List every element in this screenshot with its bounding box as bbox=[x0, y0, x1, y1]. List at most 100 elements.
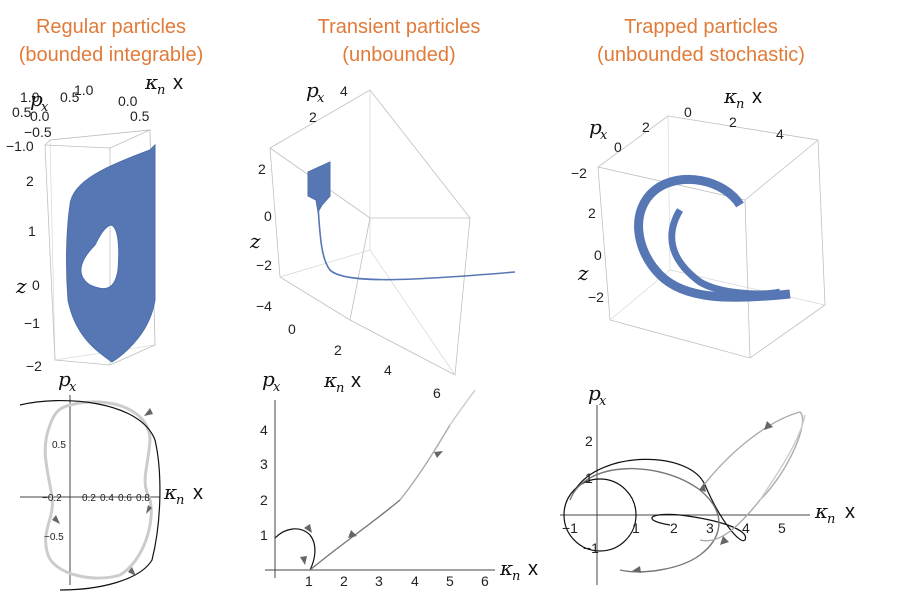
p6-y-tick-1: 1 bbox=[585, 470, 593, 486]
svg-text:p: p bbox=[262, 367, 275, 391]
svg-text:κ: κ bbox=[144, 70, 158, 94]
svg-text:x: x bbox=[600, 128, 608, 143]
box-back-edge2 bbox=[279, 249, 371, 278]
p5-y-tick-2: 2 bbox=[260, 492, 268, 508]
panel-regular-3d: 1.0 0.5 0.5 0.0 −0.5 −1.0 1.0 0.0 0.5 2 … bbox=[6, 70, 183, 374]
p2-kx-tick-1: 2 bbox=[334, 342, 342, 358]
transient-loop bbox=[274, 528, 316, 571]
p2-kx-label: κ n x bbox=[323, 368, 361, 396]
svg-text:p: p bbox=[589, 115, 602, 139]
arrow bbox=[434, 451, 443, 458]
p3-z-tick-1: 0 bbox=[594, 247, 602, 263]
svg-text:x: x bbox=[351, 370, 361, 392]
p2-z-tick-2: −2 bbox=[256, 257, 272, 273]
box-front-edge bbox=[349, 217, 371, 321]
arrow bbox=[146, 505, 152, 514]
p3-z-label: z bbox=[577, 261, 589, 285]
svg-text:x: x bbox=[845, 501, 855, 523]
p6-kx-label: κ n x bbox=[814, 499, 855, 527]
svg-text:κ: κ bbox=[499, 556, 513, 580]
title-transient-line1: Transient particles bbox=[318, 16, 481, 38]
panel-transient-3d: 4 2 2 0 −2 −4 0 2 4 6 p x z κ n x bbox=[249, 78, 516, 401]
p4-y-tick-1: −0.5 bbox=[44, 532, 64, 543]
p1-px-tick-3: −0.5 bbox=[24, 124, 52, 140]
p1-kx-tick-0: 0.0 bbox=[118, 93, 138, 109]
panel-regular-2d: 0.5 −0.5 −0.2 0.2 0.4 0.6 0.8 p x κ n x bbox=[19, 367, 203, 591]
p4-x-tick-2: 0.4 bbox=[100, 493, 114, 504]
p3-px-tick-1: 0 bbox=[614, 139, 622, 155]
svg-text:p: p bbox=[30, 87, 43, 111]
p4-x-tick-1: 0.2 bbox=[82, 493, 96, 504]
title-trapped-line2: (unbounded stochastic) bbox=[597, 44, 805, 66]
p1-px-tick-1: 0.5 bbox=[12, 104, 32, 120]
p1-px-tick-1b: 0.5 bbox=[60, 89, 80, 105]
p2-z-tick-0: 2 bbox=[258, 161, 266, 177]
p6-x-tick-3: 3 bbox=[706, 520, 714, 536]
p2-z-tick-1: 0 bbox=[264, 208, 272, 224]
p3-px-label: p x bbox=[589, 115, 608, 143]
p4-x-tick-3: 0.6 bbox=[118, 493, 132, 504]
unit-circle bbox=[563, 478, 637, 552]
p1-px-tick-0b: 1.0 bbox=[74, 82, 94, 98]
p3-kx-tick-1: 2 bbox=[729, 114, 737, 130]
p5-x-tick-2: 3 bbox=[375, 573, 383, 589]
p6-x-tick-0: −1 bbox=[562, 520, 578, 536]
title-regular: Regular particles (bounded integrable) bbox=[19, 16, 204, 66]
p1-px-tick-2: 0.0 bbox=[30, 108, 50, 124]
box-top-edge2 bbox=[744, 139, 819, 201]
svg-text:x: x bbox=[599, 394, 607, 409]
title-transient-line2: (unbounded) bbox=[342, 44, 455, 66]
p1-z-label: z bbox=[15, 274, 27, 298]
arrow bbox=[144, 408, 153, 416]
regular-boundary-arc bbox=[19, 400, 161, 591]
transient-path-mid bbox=[399, 424, 451, 501]
arrow bbox=[720, 536, 729, 545]
regular-orbit bbox=[43, 400, 153, 580]
p3-kx-label: κ n x bbox=[723, 84, 762, 112]
p3-px-tick-0: 2 bbox=[642, 119, 650, 135]
p5-x-tick-1: 2 bbox=[340, 573, 348, 589]
p5-y-tick-1: 3 bbox=[260, 456, 268, 472]
p3-z-tick-0: 2 bbox=[588, 205, 596, 221]
svg-text:x: x bbox=[193, 482, 203, 504]
trapped-orbit-faint bbox=[759, 414, 806, 501]
p5-px-label: p x bbox=[262, 367, 281, 395]
box-back-edge3 bbox=[369, 249, 456, 376]
p1-z-tick-0: 2 bbox=[26, 173, 34, 189]
p2-z-label: z bbox=[249, 229, 261, 253]
svg-text:κ: κ bbox=[814, 499, 828, 523]
svg-text:p: p bbox=[306, 78, 319, 102]
p5-x-tick-0: 1 bbox=[305, 573, 313, 589]
box-front-edge bbox=[744, 199, 751, 359]
box-edge-top bbox=[44, 144, 111, 149]
arrow bbox=[128, 567, 136, 576]
p5-x-tick-4: 5 bbox=[446, 573, 454, 589]
p4-kx-label: κ n x bbox=[163, 480, 203, 508]
p3-kx-tick-2: 4 bbox=[776, 126, 784, 142]
trapped-orbit-dark bbox=[574, 458, 747, 542]
arrow bbox=[304, 524, 312, 533]
box-outline bbox=[597, 115, 826, 359]
p5-y-tick-3: 1 bbox=[260, 527, 268, 543]
p2-px-tick-0: 4 bbox=[340, 83, 348, 99]
p3-z-tick-2: −2 bbox=[588, 289, 604, 305]
box-front bbox=[44, 129, 156, 366]
arrow bbox=[699, 483, 706, 492]
svg-text:n: n bbox=[176, 493, 184, 508]
p1-kx-label: κ n x bbox=[144, 70, 183, 98]
svg-text:p: p bbox=[588, 381, 601, 405]
p2-px-tick-1: 2 bbox=[309, 109, 317, 125]
title-transient: Transient particles (unbounded) bbox=[318, 16, 481, 66]
p1-z-tick-1: 1 bbox=[28, 223, 36, 239]
p3-px-tick-2: −2 bbox=[571, 165, 587, 181]
svg-text:x: x bbox=[317, 91, 325, 106]
p1-z-tick-4: −2 bbox=[26, 358, 42, 374]
p6-y-tick-2: −1 bbox=[583, 540, 599, 556]
p2-kx-tick-3: 6 bbox=[433, 385, 441, 401]
trapped-surface-inner bbox=[668, 208, 781, 298]
svg-text:x: x bbox=[41, 100, 49, 115]
panel-trapped-3d: 2 0 −2 0 2 4 2 0 −2 p x κ n x z bbox=[571, 84, 826, 359]
p6-y-tick-0: 2 bbox=[585, 433, 593, 449]
p5-y-tick-0: 4 bbox=[260, 422, 268, 438]
